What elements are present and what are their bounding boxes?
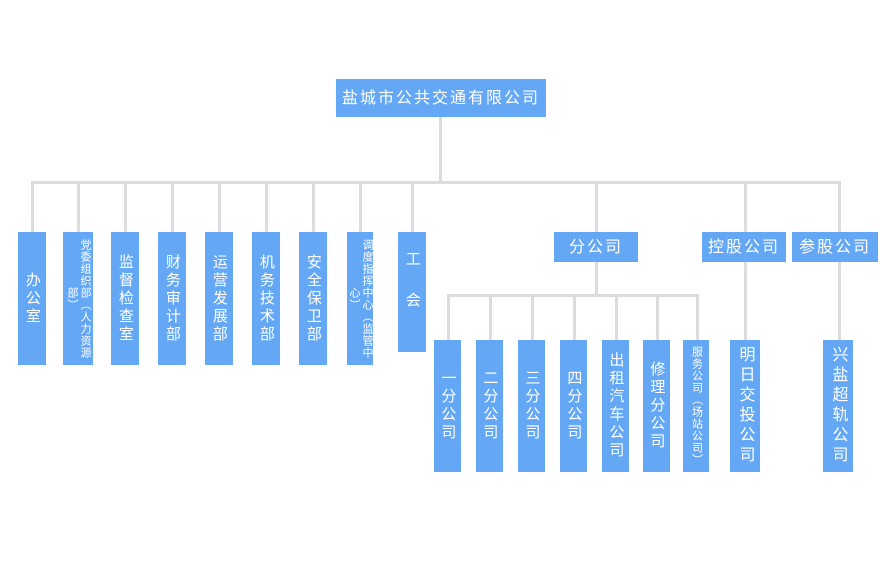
node-group-holding[interactable]: 控股公司: [702, 232, 786, 262]
node-branch-company-2[interactable]: 二分公司: [476, 340, 503, 472]
node-group-branch[interactable]: 分公司: [554, 232, 638, 262]
connector-dept-2: [124, 181, 127, 232]
node-xingyan-chaogui-company[interactable]: 兴盐超轨公司: [823, 340, 853, 472]
connector-dept-0: [31, 181, 34, 232]
connector-branch-child-4: [615, 294, 618, 340]
connector-branch-child-2: [531, 294, 534, 340]
connector-dept-3: [171, 181, 174, 232]
connector-branch-child-5: [656, 294, 659, 340]
connector-group-branch: [595, 181, 598, 232]
connector-branch-child-3: [573, 294, 576, 340]
connector-holding-child: [744, 262, 747, 340]
node-service-station-company[interactable]: 服务公司（场站公司）: [683, 340, 709, 472]
node-mingri-jiaotou-company[interactable]: 明日交投公司: [730, 340, 760, 472]
node-dept-office[interactable]: 办公室: [18, 232, 46, 365]
node-root[interactable]: 盐城市公共交通有限公司: [336, 79, 546, 117]
node-dept-finance-audit[interactable]: 财务审计部: [158, 232, 186, 365]
connector-branch-stem: [595, 262, 598, 295]
node-dept-supervision[interactable]: 监督检查室: [111, 232, 139, 365]
node-taxi-company[interactable]: 出租汽车公司: [602, 340, 629, 472]
node-repair-branch[interactable]: 修理分公司: [643, 340, 670, 472]
node-dept-labor-union[interactable]: 工会: [398, 232, 426, 352]
connector-group-holding: [744, 181, 747, 232]
node-group-equity[interactable]: 参股公司: [792, 232, 878, 262]
connector-dept-1: [77, 181, 80, 232]
node-dept-technical[interactable]: 机务技术部: [252, 232, 280, 365]
connector-dept-6: [312, 181, 315, 232]
node-branch-company-1[interactable]: 一分公司: [434, 340, 461, 472]
node-branch-company-4[interactable]: 四分公司: [560, 340, 587, 472]
connector-dept-5: [265, 181, 268, 232]
connector-branch-child-1: [489, 294, 492, 340]
node-dept-party-hr[interactable]: 党委组织部（人力资源部）: [63, 232, 93, 365]
connector-main-bus: [31, 181, 839, 184]
connector-group-equity: [838, 181, 841, 232]
node-dept-dispatch-center[interactable]: 调度指挥中心（监管中心）: [347, 232, 374, 365]
node-branch-company-3[interactable]: 三分公司: [518, 340, 545, 472]
node-dept-operations[interactable]: 运营发展部: [205, 232, 233, 365]
connector-branch-child-0: [447, 294, 450, 340]
node-dept-security[interactable]: 安全保卫部: [299, 232, 327, 365]
connector-branch-child-6: [696, 294, 699, 340]
connector-dept-4: [218, 181, 221, 232]
connector-dept-7: [359, 181, 362, 232]
connector-dept-8: [411, 181, 414, 232]
connector-root-stem: [439, 117, 442, 182]
connector-equity-child: [838, 262, 841, 340]
